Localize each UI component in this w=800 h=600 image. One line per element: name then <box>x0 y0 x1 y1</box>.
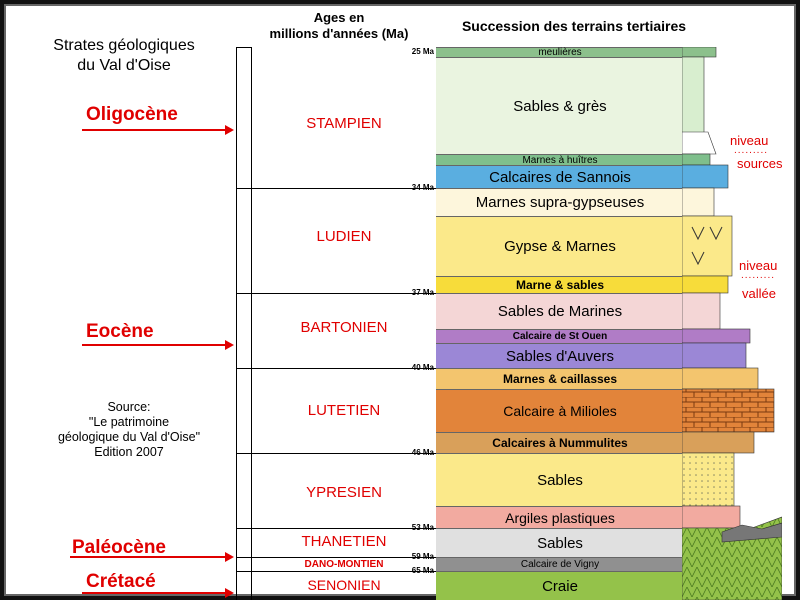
tick-46: 46 Ma <box>411 448 434 457</box>
era-cretace-arrow <box>82 588 234 598</box>
scale-line-right <box>251 47 252 600</box>
era-paleocene: Paléocène <box>72 537 166 558</box>
annot-dots-2: ......... <box>741 270 776 281</box>
boundary-40 <box>236 368 436 369</box>
era-paleocene-arrow <box>70 552 234 562</box>
layer-marne-sables: Marne & sables <box>436 276 684 293</box>
left-title: Strates géologiques du Val d'Oise <box>24 36 224 76</box>
layer-calcaire-vigny: Calcaire de Vigny <box>436 557 684 571</box>
stage-senonien: SENONIEN <box>307 577 381 593</box>
layer-meulieres: meulières <box>436 47 684 58</box>
layer-marnes-huitres: Marnes à huîtres <box>436 154 684 166</box>
tick-40: 40 Ma <box>411 363 434 372</box>
layer-calcaire-milioles: Calcaire à Milioles <box>436 389 684 432</box>
layer-marnes-caillasses: Marnes & caillasses <box>436 368 684 389</box>
layer-calcaires-nummulites: Calcaires à Nummulites <box>436 432 684 453</box>
layer-marnes-supra: Marnes supra-gypseuses <box>436 188 684 216</box>
tick-37: 37 Ma <box>411 288 434 297</box>
layer-sables-ypresien: Sables <box>436 453 684 506</box>
boundary-65 <box>236 571 436 572</box>
boundary-53 <box>236 528 436 529</box>
stage-thanetien: THANETIEN <box>301 533 387 550</box>
source-line3: géologique du Val d'Oise" <box>57 430 201 444</box>
annot-sources: sources <box>737 156 783 171</box>
stage-ludien: LUDIEN <box>316 228 372 245</box>
source-line2: "Le patrimoine <box>88 415 170 429</box>
left-title-line1: Strates géologiques <box>53 37 195 54</box>
tick-65: 65 Ma <box>411 566 434 575</box>
tick-59: 59 Ma <box>411 552 434 561</box>
layer-calcaires-sannois: Calcaires de Sannois <box>436 165 684 188</box>
layer-gypse-marnes: Gypse & Marnes <box>436 216 684 276</box>
era-oligocene-arrow <box>82 125 234 135</box>
ages-header-line1: Ages en <box>313 10 365 25</box>
annot-niveau-vallee: niveau <box>739 258 778 273</box>
scale-top <box>236 47 252 48</box>
layer-argiles-plastiques: Argiles plastiques <box>436 506 684 528</box>
stage-ypresien: YPRESIEN <box>306 484 382 501</box>
annot-vallee: vallée <box>742 286 776 301</box>
tick-34: 34 Ma <box>411 183 434 192</box>
scale-line-left <box>236 47 237 600</box>
source-line1: Source: <box>107 400 151 414</box>
profile-cross-section <box>682 47 782 600</box>
era-eocene-arrow <box>82 340 234 350</box>
era-cretace: Crétacé <box>86 571 156 592</box>
tick-53: 53 Ma <box>411 523 434 532</box>
tick-25: 25 Ma <box>411 47 434 56</box>
stage-dano-montien: DANO-MONTIEN <box>304 559 384 570</box>
succession-header: Succession des terrains tertiaires <box>461 18 687 34</box>
source-note: Source: "Le patrimoine géologique du Val… <box>44 400 214 460</box>
era-eocene: Eocène <box>86 321 154 342</box>
ages-header-line2: millions d'années (Ma) <box>269 26 409 41</box>
layer-sables-auvers: Sables d'Auvers <box>436 343 684 368</box>
boundary-46 <box>236 453 436 454</box>
ages-header: Ages en millions d'années (Ma) <box>254 10 424 42</box>
boundary-59 <box>236 557 436 558</box>
layer-sables-marines: Sables de Marines <box>436 293 684 329</box>
stage-lutetien: LUTETIEN <box>307 402 381 419</box>
stage-stampien: STAMPIEN <box>306 115 382 132</box>
annot-dots-1: ......... <box>734 145 769 156</box>
layer-sables-thanetien: Sables <box>436 528 684 557</box>
layer-craie: Craie <box>436 571 684 600</box>
layer-sables-gres: Sables & grès <box>436 57 684 154</box>
boundary-37 <box>236 293 436 294</box>
left-title-line2: du Val d'Oise <box>77 57 171 74</box>
annot-niveau-sources-1: niveau <box>730 133 769 148</box>
stage-bartonien: BARTONIEN <box>300 319 388 336</box>
era-oligocene: Oligocène <box>86 104 178 125</box>
layer-calcaire-st-ouen: Calcaire de St Ouen <box>436 329 684 343</box>
source-line4: Edition 2007 <box>94 445 164 459</box>
boundary-34 <box>236 188 436 189</box>
